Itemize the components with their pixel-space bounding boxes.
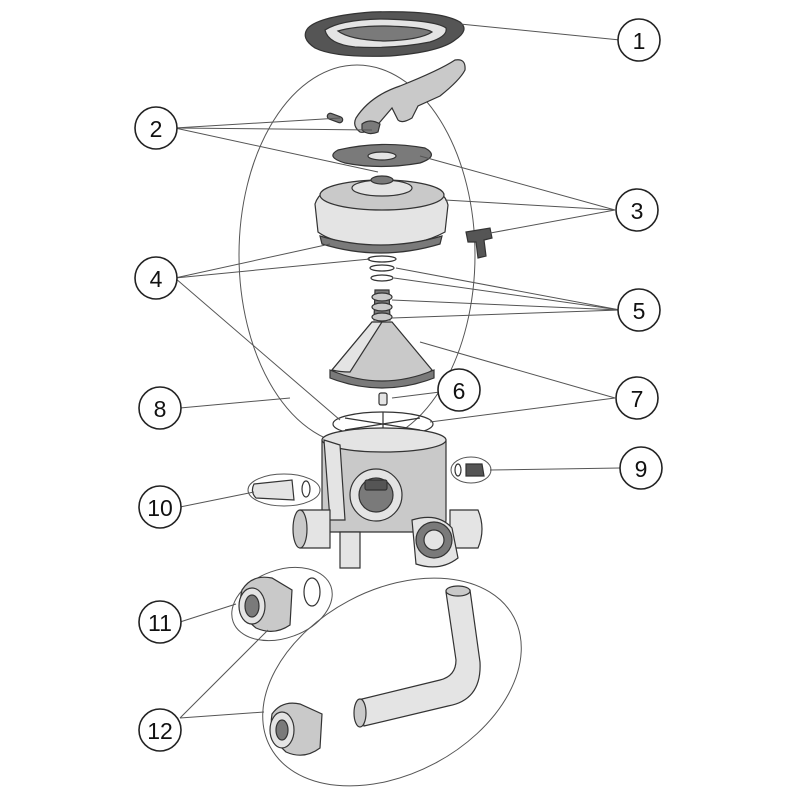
leader-lines [174,23,621,719]
part-1-clamp-ring [304,11,465,57]
callout-9-label: 9 [635,456,648,482]
valve-body [292,427,483,569]
callout-1-label: 1 [633,28,646,54]
callout-12-label: 12 [147,718,173,744]
union-outline-11 [231,566,333,642]
callout-1: 1 [617,18,661,62]
part-12-kit [269,585,481,756]
part-3-cover [314,143,493,259]
callout-2: 2 [134,106,178,150]
callout-6: 6 [437,368,481,412]
callout-3-label: 3 [631,198,644,224]
callout-4: 4 [134,256,178,300]
callout-9: 9 [619,446,663,490]
callout-11-label: 11 [148,610,172,636]
callout-5: 5 [617,288,661,332]
callout-12: 12 [138,708,182,752]
callout-4-label: 4 [150,266,163,292]
callout-6-label: 6 [453,378,466,404]
callout-10-label: 10 [147,495,173,521]
part-4-5-seals-spindle [367,255,397,322]
callout-8: 8 [138,386,182,430]
callout-8-label: 8 [154,396,167,422]
callout-5-label: 5 [633,298,646,324]
kit-outline-12 [262,577,522,787]
part-7-rotor [329,321,435,389]
callout-10: 10 [138,485,182,529]
callout-7-label: 7 [631,386,644,412]
callout-11: 11 [138,600,182,644]
callout-2-label: 2 [150,116,163,142]
callout-7: 7 [615,376,659,420]
part-9-plug [454,463,485,477]
part-11-union [238,576,321,632]
callout-3: 3 [615,188,659,232]
part-10-plug [251,479,311,501]
part-2-handle [326,59,466,135]
plug-outline-10 [247,473,321,507]
part-3-plug [465,227,493,259]
part-6-pin [378,392,388,406]
